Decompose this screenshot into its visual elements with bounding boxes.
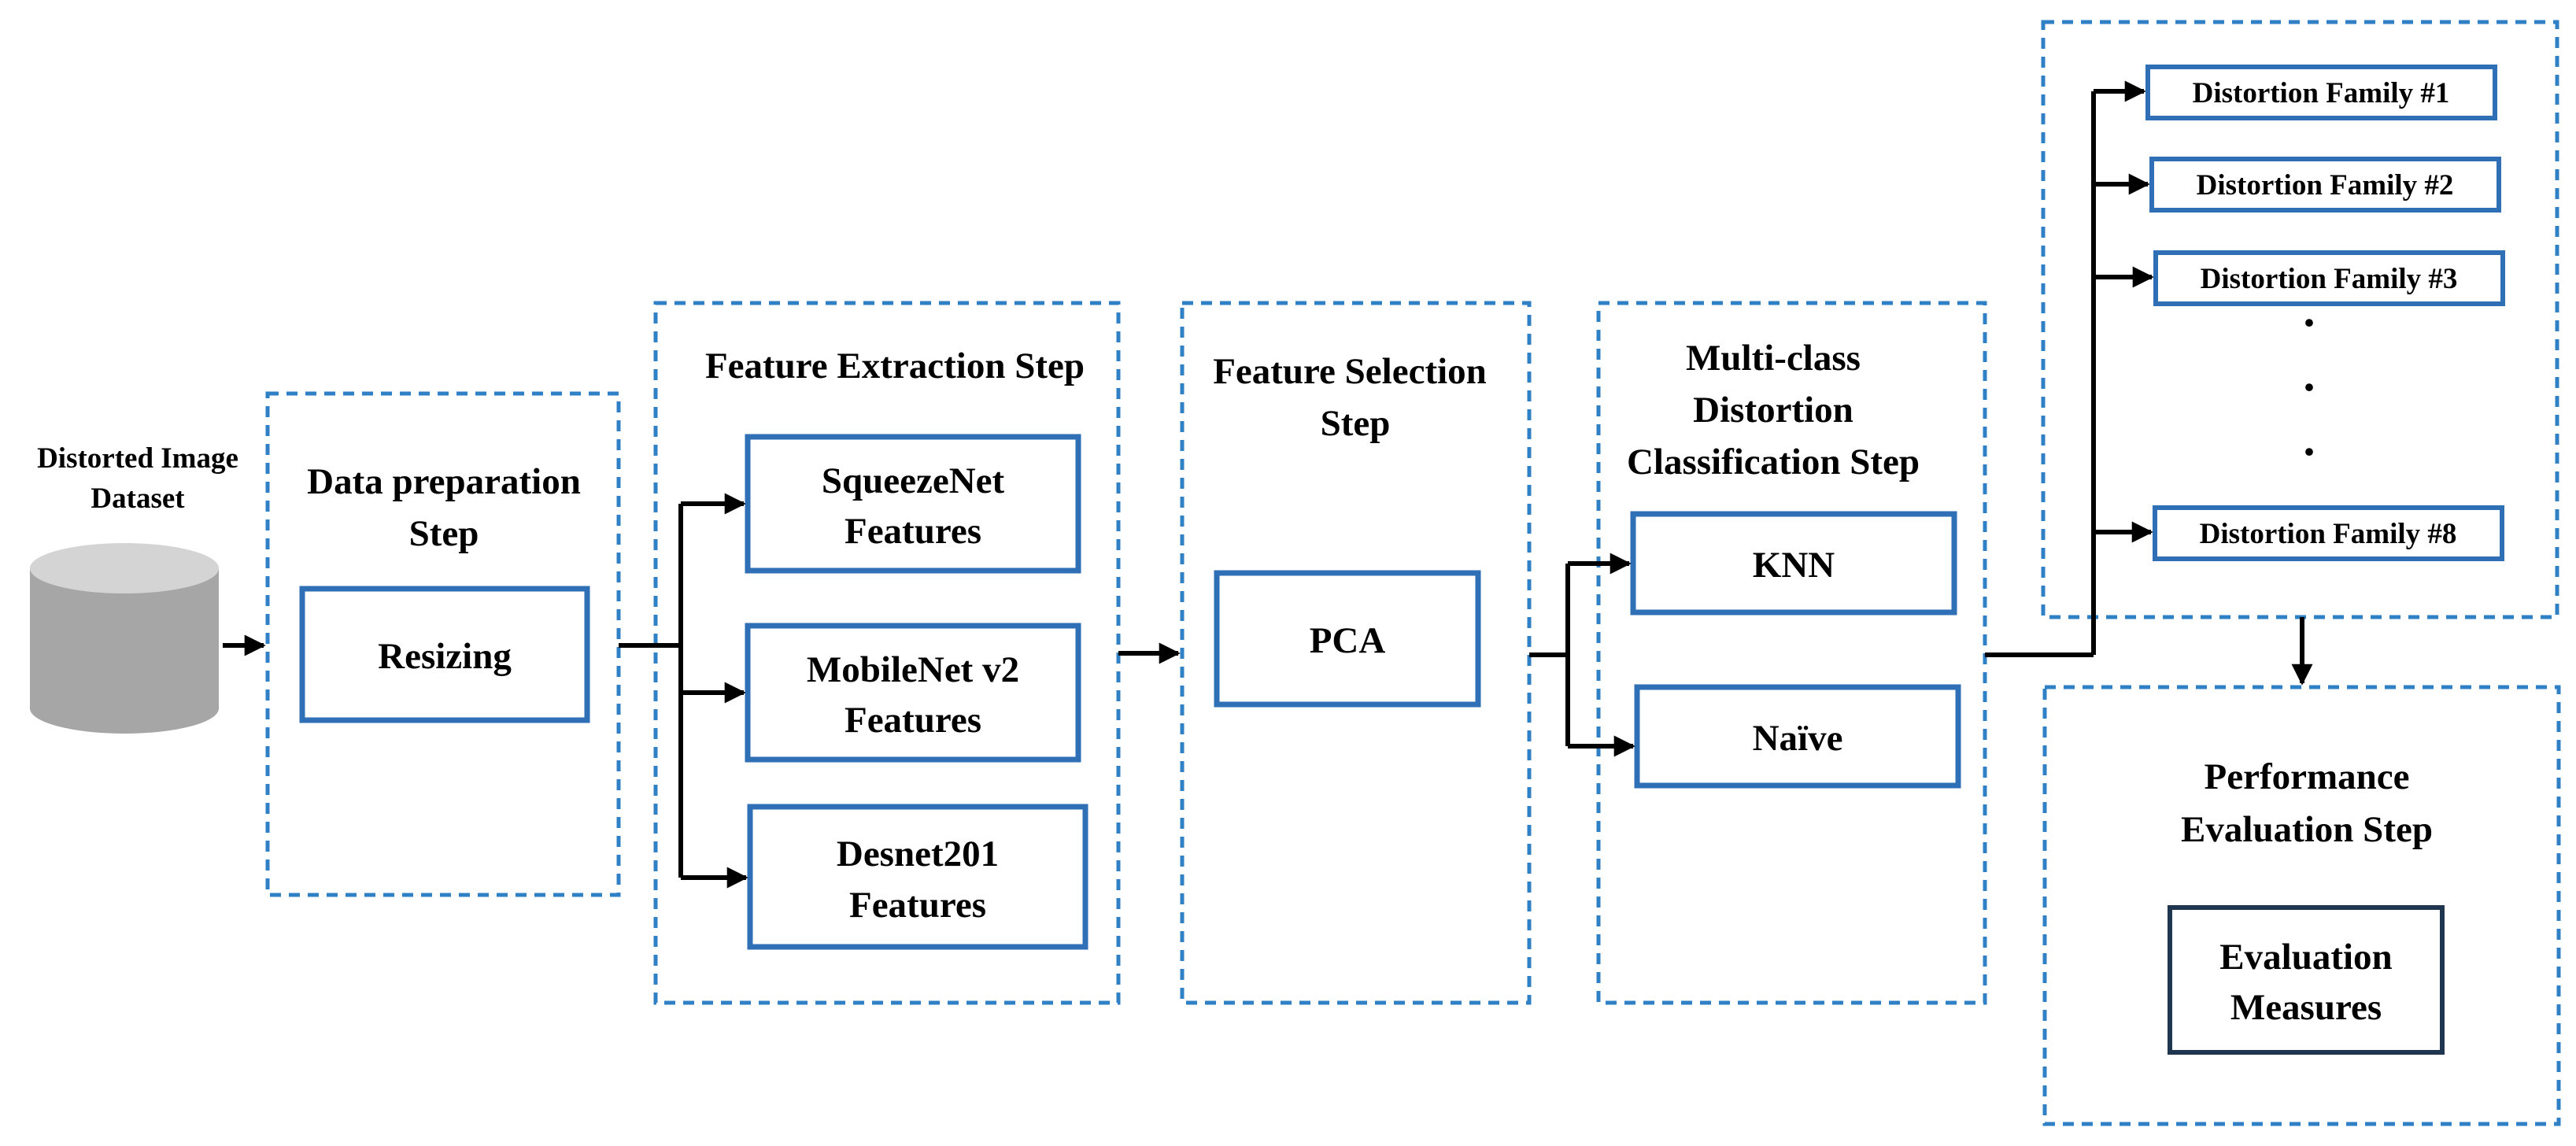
distortion-family-3-label: Distortion Family #3 — [2201, 263, 2458, 295]
evaluation-measures-label-line1: Evaluation — [2219, 937, 2392, 978]
distortion-family-1-box — [2145, 65, 2497, 120]
distortion-family-1-label: Distortion Family #1 — [2193, 77, 2450, 109]
desnet201-label-line2: Features — [849, 885, 986, 926]
connectors — [223, 80, 2313, 889]
mobilenet-features-box — [745, 623, 1081, 763]
classification-title-line1: Multi-class — [1686, 338, 1861, 379]
dataset-label-line1: Distorted Image — [37, 442, 238, 475]
distortion-family-2-box — [2149, 157, 2501, 213]
classification-title-line3: Classification Step — [1627, 442, 1920, 482]
evaluation-title-line1: Performance — [2205, 756, 2410, 797]
distortion-family-3-box — [2153, 250, 2505, 306]
data-preparation-title-line1: Data preparation — [307, 461, 581, 502]
mobilenet-label-line2: Features — [844, 700, 981, 741]
classification-title-line2: Distortion — [1693, 390, 1853, 431]
classification-step-panel — [1596, 301, 1987, 1005]
evaluation-measures-label-line2: Measures — [2230, 987, 2382, 1028]
desnet201-features-box — [747, 804, 1088, 950]
ellipsis-dot-2: · — [2301, 361, 2317, 413]
naive-box — [1634, 684, 1961, 789]
squeezenet-label-line1: SqueezeNet — [822, 460, 1005, 501]
evaluation-measures-box — [2168, 905, 2445, 1055]
feature-selection-step-panel — [1180, 301, 1532, 1005]
distortion-family-2-label: Distortion Family #2 — [2197, 169, 2454, 201]
pca-label: PCA — [1310, 620, 1386, 661]
distortion-family-8-box — [2153, 505, 2504, 561]
feature-extraction-title: Feature Extraction Step — [705, 346, 1085, 386]
performance-evaluation-step-panel — [2042, 685, 2561, 1126]
pca-box — [1214, 570, 1481, 708]
distortion-family-8-label: Distortion Family #8 — [2200, 518, 2457, 550]
data-preparation-step-panel — [265, 391, 621, 897]
desnet201-label-line1: Desnet201 — [837, 834, 999, 874]
ellipsis-dot-1: · — [2301, 297, 2317, 349]
resizing-box — [299, 586, 590, 723]
ellipsis-dot-3: · — [2301, 426, 2317, 478]
squeezenet-features-box — [745, 434, 1081, 574]
squeezenet-label-line2: Features — [844, 511, 981, 552]
feature-selection-title-line1: Feature Selection — [1213, 351, 1487, 392]
feature-selection-title-line2: Step — [1321, 403, 1391, 444]
naive-label: Naïve — [1753, 718, 1843, 759]
knn-box — [1630, 511, 1957, 616]
mobilenet-label-line1: MobileNet v2 — [807, 649, 1019, 690]
evaluation-title-line2: Evaluation Step — [2181, 809, 2433, 850]
resizing-label: Resizing — [378, 636, 512, 677]
database-icon — [30, 543, 219, 734]
data-preparation-title-line2: Step — [409, 513, 479, 554]
dataset-label-line2: Dataset — [91, 482, 185, 515]
knn-label: KNN — [1753, 545, 1835, 586]
